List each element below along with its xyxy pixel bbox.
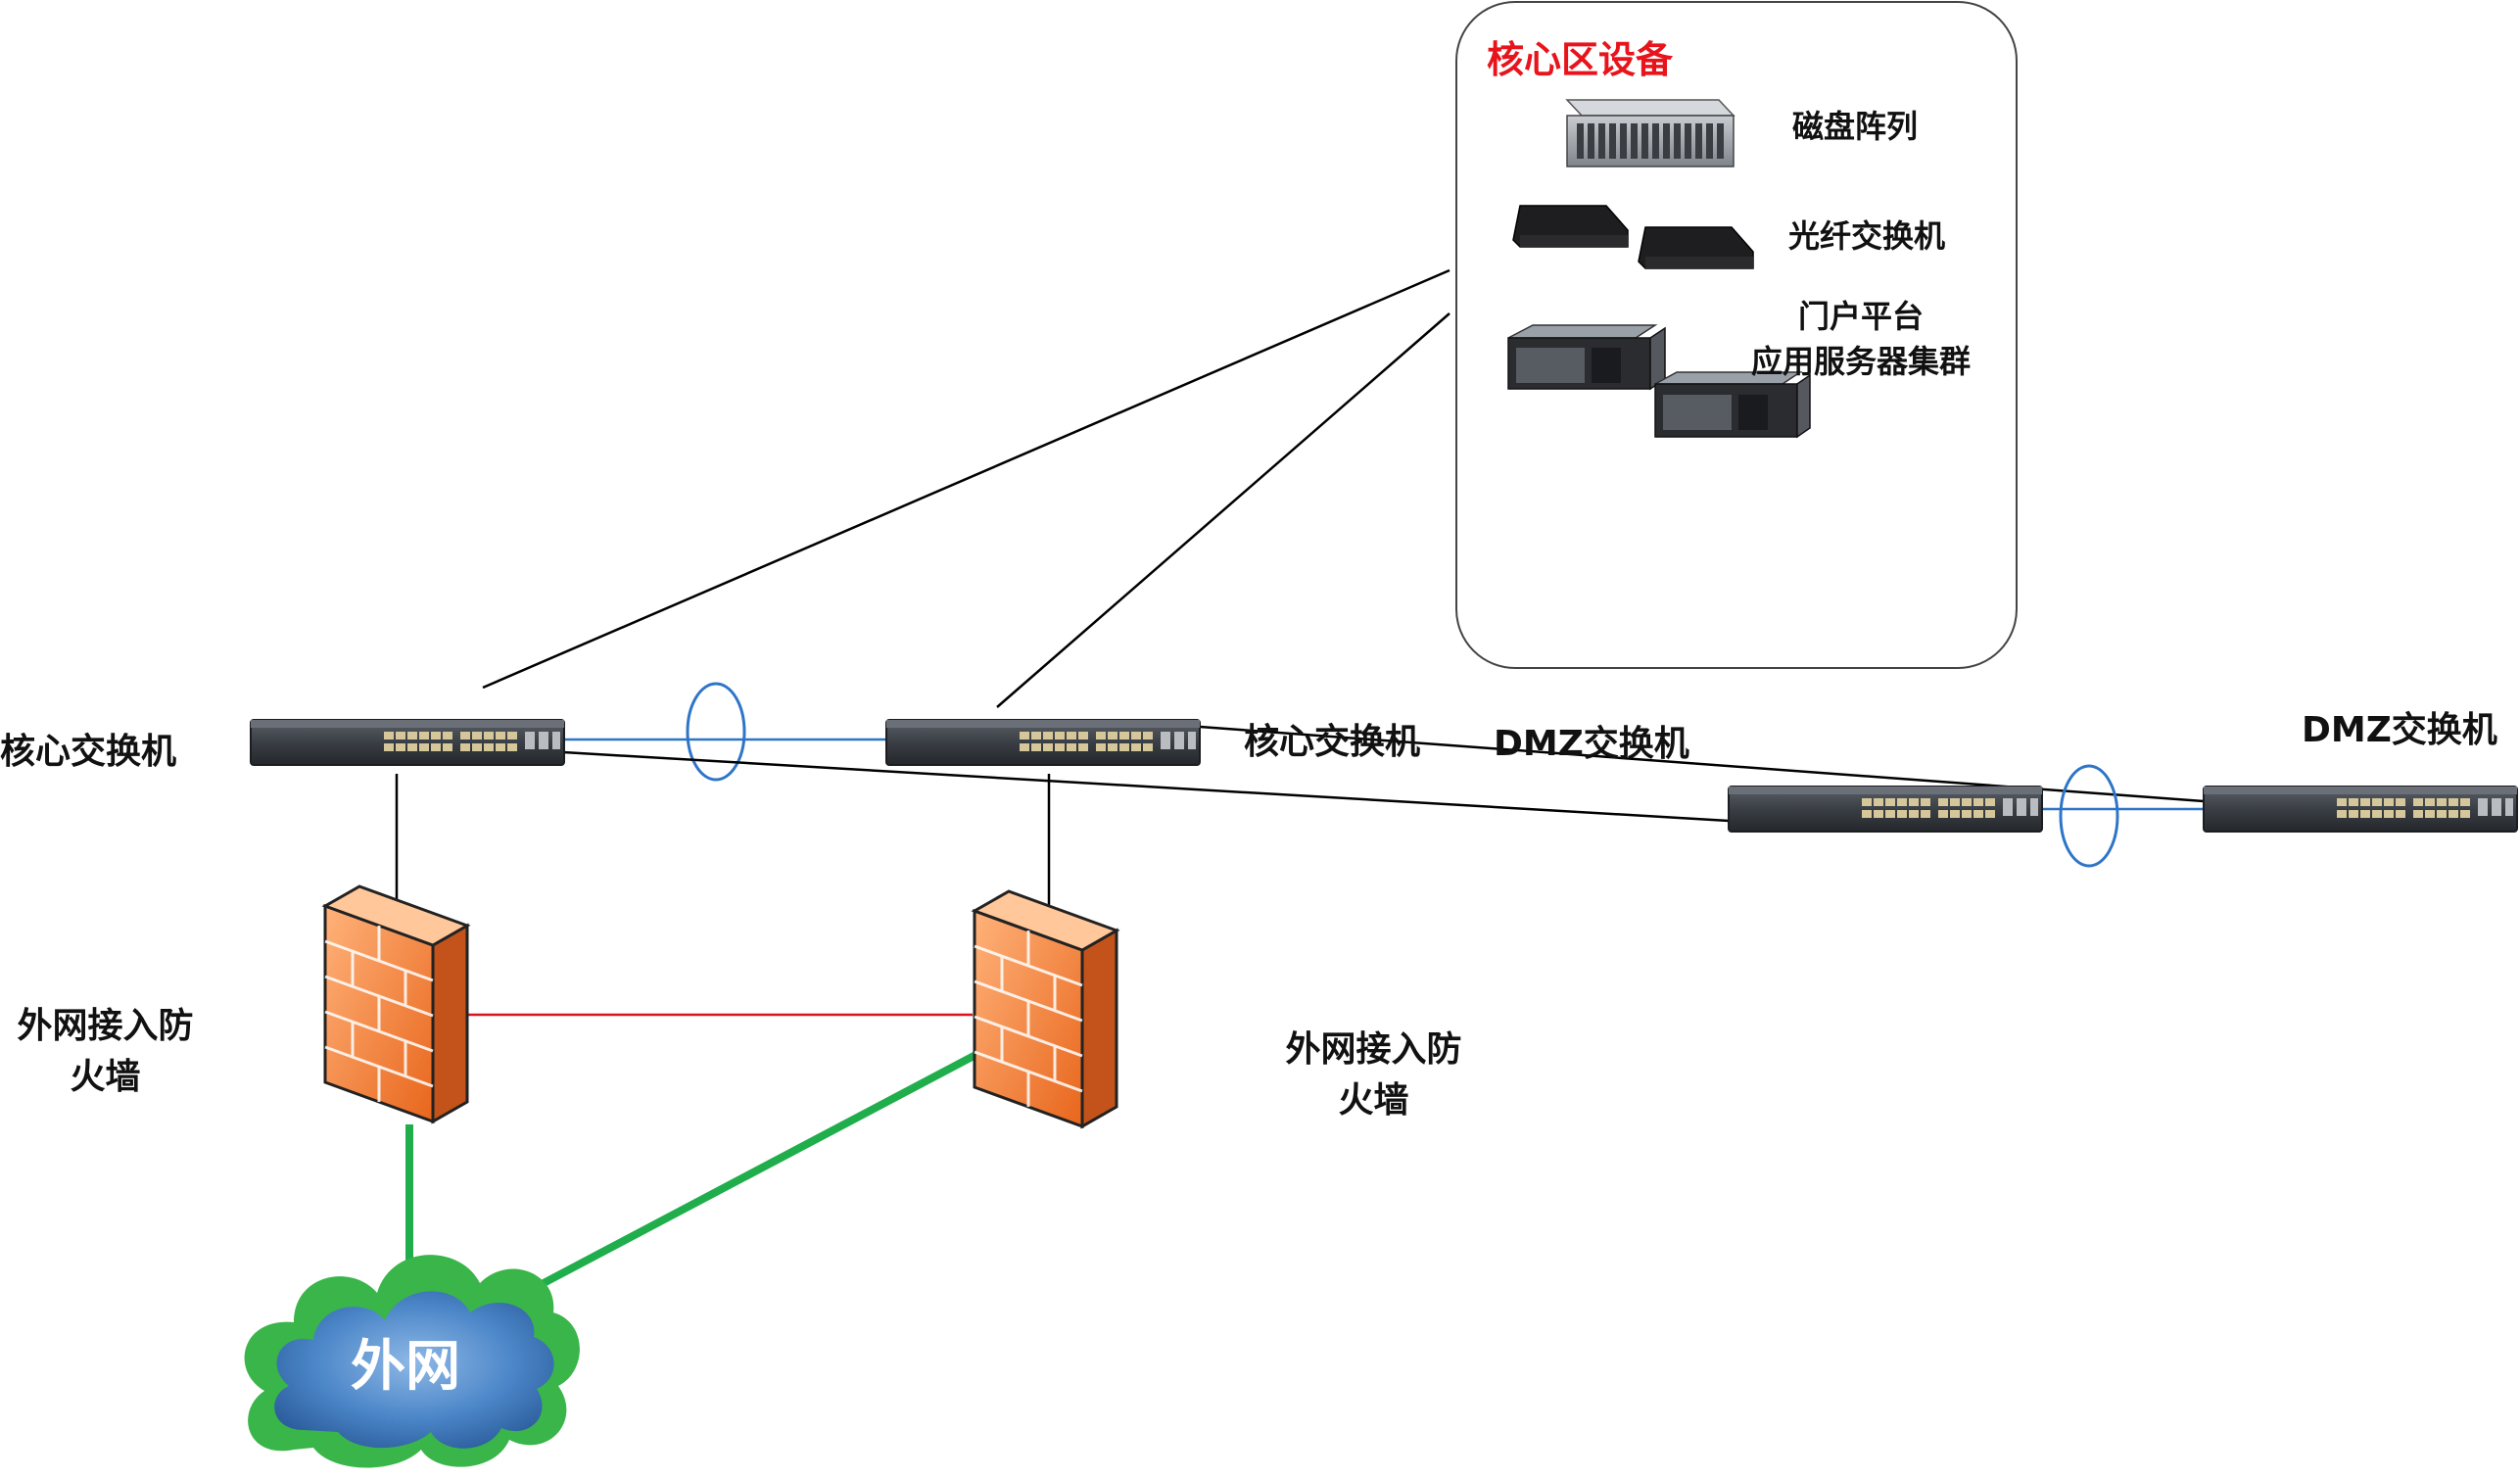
core-switch-left-label: 核心交换机 (0, 732, 177, 772)
disk-array-icon (1565, 99, 1735, 167)
dmz-switch-left-label: DMZ交换机 (1494, 724, 1689, 764)
core-area-box (1455, 1, 2018, 669)
core-switch-left (250, 719, 565, 766)
core-area-title: 核心区设备 (1487, 38, 1674, 81)
link-coreleft-corearea (482, 268, 1450, 690)
dmz-switch-right-label: DMZ交换机 (2302, 710, 2497, 750)
server-cluster-icon (1507, 324, 1811, 439)
link-coreleft-dmzleft (562, 750, 1730, 823)
link-coreright-corearea (996, 312, 1450, 708)
core-switch-right-label: 核心交换机 (1244, 722, 1421, 762)
server-cluster-label: 门户平台 应用服务器集群 (1743, 292, 1978, 382)
core-switch-right (885, 719, 1201, 766)
firewall-left-icon (323, 884, 469, 1123)
firewall-right-label-line2: 火墙 (1338, 1080, 1409, 1121)
fiber-switch-label: 光纤交换机 (1788, 217, 1946, 255)
internet-cloud-icon (244, 1255, 580, 1468)
stack-ring-dmz (2059, 764, 2119, 868)
firewall-right-label-line1: 外网接入防 (1285, 1029, 1462, 1070)
fiber-switch-icon (1512, 205, 1754, 269)
firewall-right-icon (973, 889, 1118, 1128)
server-cluster-label-line1: 门户平台 (1797, 298, 1924, 335)
dmz-switch-left (1728, 786, 2043, 833)
firewall-left-label-line2: 火墙 (70, 1057, 141, 1097)
disk-array-label: 磁盘阵列 (1792, 108, 1919, 145)
dmz-switch-right (2203, 786, 2518, 833)
link-fwright-internet (542, 1049, 981, 1287)
internet-label: 外网 (351, 1335, 460, 1399)
firewall-left-label-line1: 外网接入防 (17, 1006, 194, 1046)
stack-ring-core (686, 682, 746, 782)
firewall-right-label: 外网接入防 火墙 (1268, 1021, 1479, 1122)
server-cluster-label-line2: 应用服务器集群 (1750, 343, 1971, 380)
firewall-left-label: 外网接入防 火墙 (0, 997, 211, 1099)
